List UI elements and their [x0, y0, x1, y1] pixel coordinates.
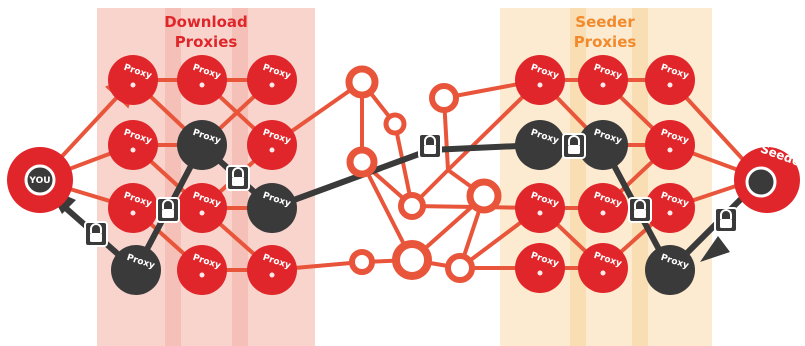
middle-relay-nodes: [345, 65, 502, 283]
relay-node: [346, 146, 378, 178]
relay-node: [398, 192, 426, 220]
proxy-node: Proxy: [247, 55, 297, 105]
proxy-node: Proxy: [108, 120, 158, 170]
seeder-title-line2: Proxies: [574, 33, 637, 51]
proxy-node-active: Proxy: [247, 183, 297, 233]
proxy-node: Proxy: [247, 120, 297, 170]
lock-icon: [84, 221, 108, 247]
lock-icon: [226, 165, 250, 191]
proxy-node: Proxy: [247, 245, 297, 295]
proxy-node-active: Proxy: [578, 120, 628, 170]
relay-node: [349, 249, 375, 275]
proxy-node: Proxy: [578, 243, 628, 293]
you-label: YOU: [28, 176, 50, 186]
seeder-title-line1: Seeder: [575, 13, 635, 31]
you-node: YOU: [7, 147, 73, 213]
lock-icon: [156, 197, 180, 223]
relay-node: [445, 253, 475, 283]
lock-icon: [418, 133, 442, 159]
proxy-node-active: Proxy: [515, 120, 565, 170]
proxy-node-active: Proxy: [111, 245, 161, 295]
proxy-node-active: Proxy: [177, 120, 227, 170]
lock-icon: [562, 133, 586, 159]
proxy-node: Proxy: [645, 120, 695, 170]
proxy-node: Proxy: [108, 183, 158, 233]
lock-icon: [714, 207, 738, 233]
download-title-line2: Proxies: [175, 33, 238, 51]
proxy-node: Proxy: [177, 55, 227, 105]
lock-icon: [628, 197, 652, 223]
proxy-node-active: Proxy: [645, 245, 695, 295]
proxy-node: Proxy: [177, 183, 227, 233]
proxy-node: Proxy: [578, 183, 628, 233]
proxy-node: Proxy: [515, 243, 565, 293]
proxy-node: Proxy: [578, 55, 628, 105]
seeder-node: Seeder: [734, 142, 805, 213]
relay-node: [429, 83, 459, 113]
proxy-node: Proxy: [177, 245, 227, 295]
proxy-node: Proxy: [515, 55, 565, 105]
proxy-node: Proxy: [108, 55, 158, 105]
relay-node: [466, 178, 502, 214]
proxy-node: Proxy: [645, 183, 695, 233]
relay-node: [383, 112, 407, 136]
proxy-node: Proxy: [645, 55, 695, 105]
download-title-line1: Download: [164, 13, 248, 31]
arrow-from-seeder: [700, 236, 730, 262]
relay-node: [392, 240, 432, 280]
proxy-node: Proxy: [515, 183, 565, 233]
relay-node: [345, 65, 379, 99]
